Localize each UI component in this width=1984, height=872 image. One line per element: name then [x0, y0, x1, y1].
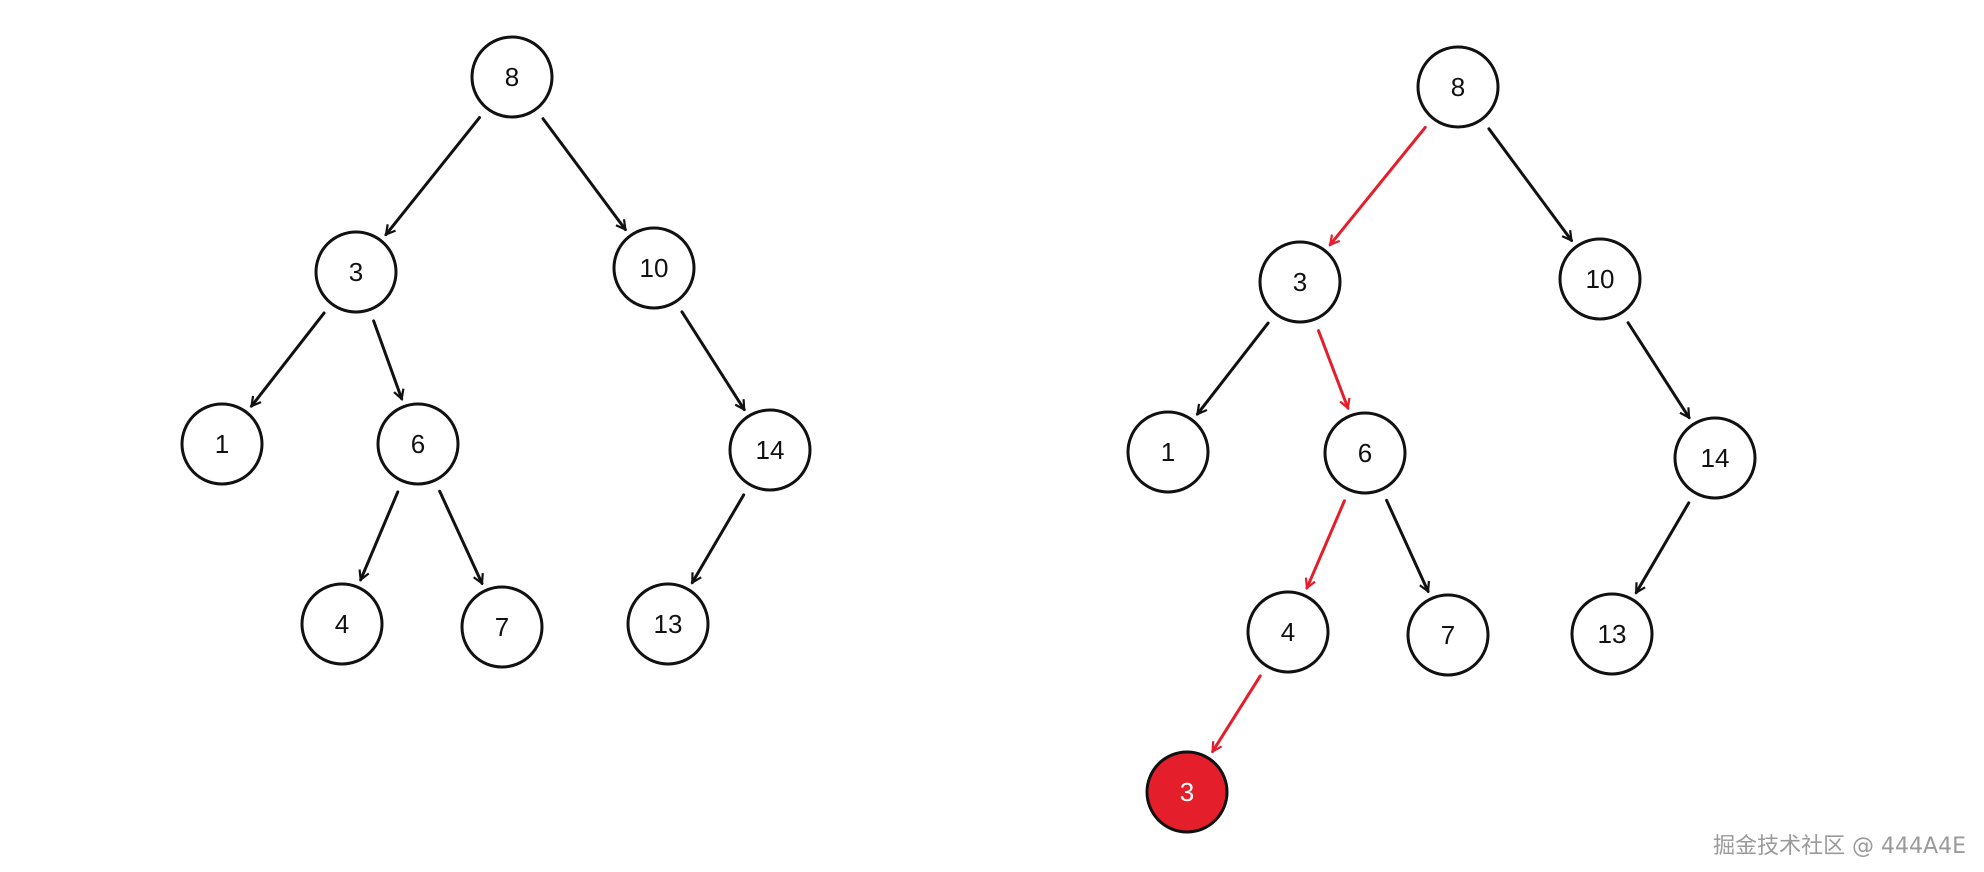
node-circle — [1145, 750, 1229, 834]
edge-original-n3-n1 — [249, 311, 326, 406]
tree-inserted: 8 3 10 1 6 14 4 7 13 3 — [1126, 45, 1757, 834]
node-original-n14: 14 — [728, 408, 812, 492]
edge-inserted-n14-n13 — [1634, 501, 1691, 593]
node-original-n13: 13 — [626, 582, 710, 666]
node-original-n6: 6 — [376, 402, 460, 486]
edge-inserted-n8-n10 — [1487, 127, 1573, 241]
node-label: 10 — [1586, 264, 1615, 294]
node-circle — [180, 402, 264, 486]
node-inserted-new3: 3 — [1145, 750, 1229, 834]
node-original-n8: 8 — [470, 35, 554, 119]
edge-inserted-n10-n14 — [1626, 321, 1691, 418]
node-inserted-n1: 1 — [1126, 410, 1210, 494]
edge-inserted-n3-n6 — [1316, 329, 1347, 409]
edge-original-n14-n13 — [690, 493, 746, 583]
node-original-n1: 1 — [180, 402, 264, 486]
edge-inserted-n4-new3 — [1211, 674, 1262, 751]
node-label: 3 — [349, 257, 363, 287]
node-label: 10 — [640, 253, 669, 283]
edge-original-n8-n10 — [541, 117, 627, 230]
node-label: 8 — [1451, 72, 1465, 102]
node-label: 1 — [1161, 437, 1175, 467]
node-circle — [1126, 410, 1210, 494]
node-circle — [1570, 592, 1654, 676]
node-circle — [626, 582, 710, 666]
node-circle — [1406, 593, 1490, 677]
edge-inserted-n8-n3 — [1328, 125, 1427, 244]
edge-original-n10-n14 — [680, 310, 746, 410]
watermark: 掘金技术社区 @ 444A4E — [1713, 834, 1966, 859]
node-circle — [376, 402, 460, 486]
node-circle — [1673, 416, 1757, 500]
node-inserted-n14: 14 — [1673, 416, 1757, 500]
edge-inserted-n6-n4 — [1307, 499, 1346, 588]
node-circle — [470, 35, 554, 119]
node-label: 6 — [411, 429, 425, 459]
node-label: 6 — [1358, 438, 1372, 468]
node-label: 4 — [335, 609, 349, 639]
node-original-n10: 10 — [612, 226, 696, 310]
edge-inserted-n6-n7 — [1385, 498, 1429, 591]
node-inserted-n10: 10 — [1558, 237, 1642, 321]
node-label: 7 — [1441, 620, 1455, 650]
node-circle — [612, 226, 696, 310]
node-circle — [460, 585, 544, 669]
node-circle — [300, 582, 384, 666]
node-original-n7: 7 — [460, 585, 544, 669]
node-circle — [1558, 237, 1642, 321]
node-circle — [728, 408, 812, 492]
edge-original-n8-n3 — [384, 116, 482, 235]
node-inserted-n7: 7 — [1406, 593, 1490, 677]
node-label: 3 — [1293, 267, 1307, 297]
edge-inserted-n3-n1 — [1195, 321, 1270, 414]
node-label: 14 — [1701, 443, 1730, 473]
node-circle — [1258, 240, 1342, 324]
node-circle — [314, 230, 398, 314]
node-inserted-n4: 4 — [1246, 590, 1330, 674]
node-circle — [1246, 590, 1330, 674]
node-label: 14 — [756, 435, 785, 465]
node-label: 1 — [215, 429, 229, 459]
tree-original: 8 3 10 1 6 14 4 7 13 — [180, 35, 812, 669]
node-inserted-n13: 13 — [1570, 592, 1654, 676]
node-label: 7 — [495, 612, 509, 642]
node-original-n4: 4 — [300, 582, 384, 666]
node-inserted-n6: 6 — [1323, 411, 1407, 495]
node-label: 8 — [505, 62, 519, 92]
node-label: 3 — [1180, 777, 1194, 807]
node-label: 4 — [1281, 617, 1295, 647]
node-original-n3: 3 — [314, 230, 398, 314]
node-inserted-n3: 3 — [1258, 240, 1342, 324]
node-circle — [1416, 45, 1500, 129]
edge-original-n3-n6 — [372, 319, 402, 399]
node-label: 13 — [654, 609, 683, 639]
node-label: 13 — [1598, 619, 1627, 649]
node-circle — [1323, 411, 1407, 495]
node-inserted-n8: 8 — [1416, 45, 1500, 129]
edge-original-n6-n4 — [361, 490, 400, 580]
edge-original-n6-n7 — [438, 489, 482, 583]
